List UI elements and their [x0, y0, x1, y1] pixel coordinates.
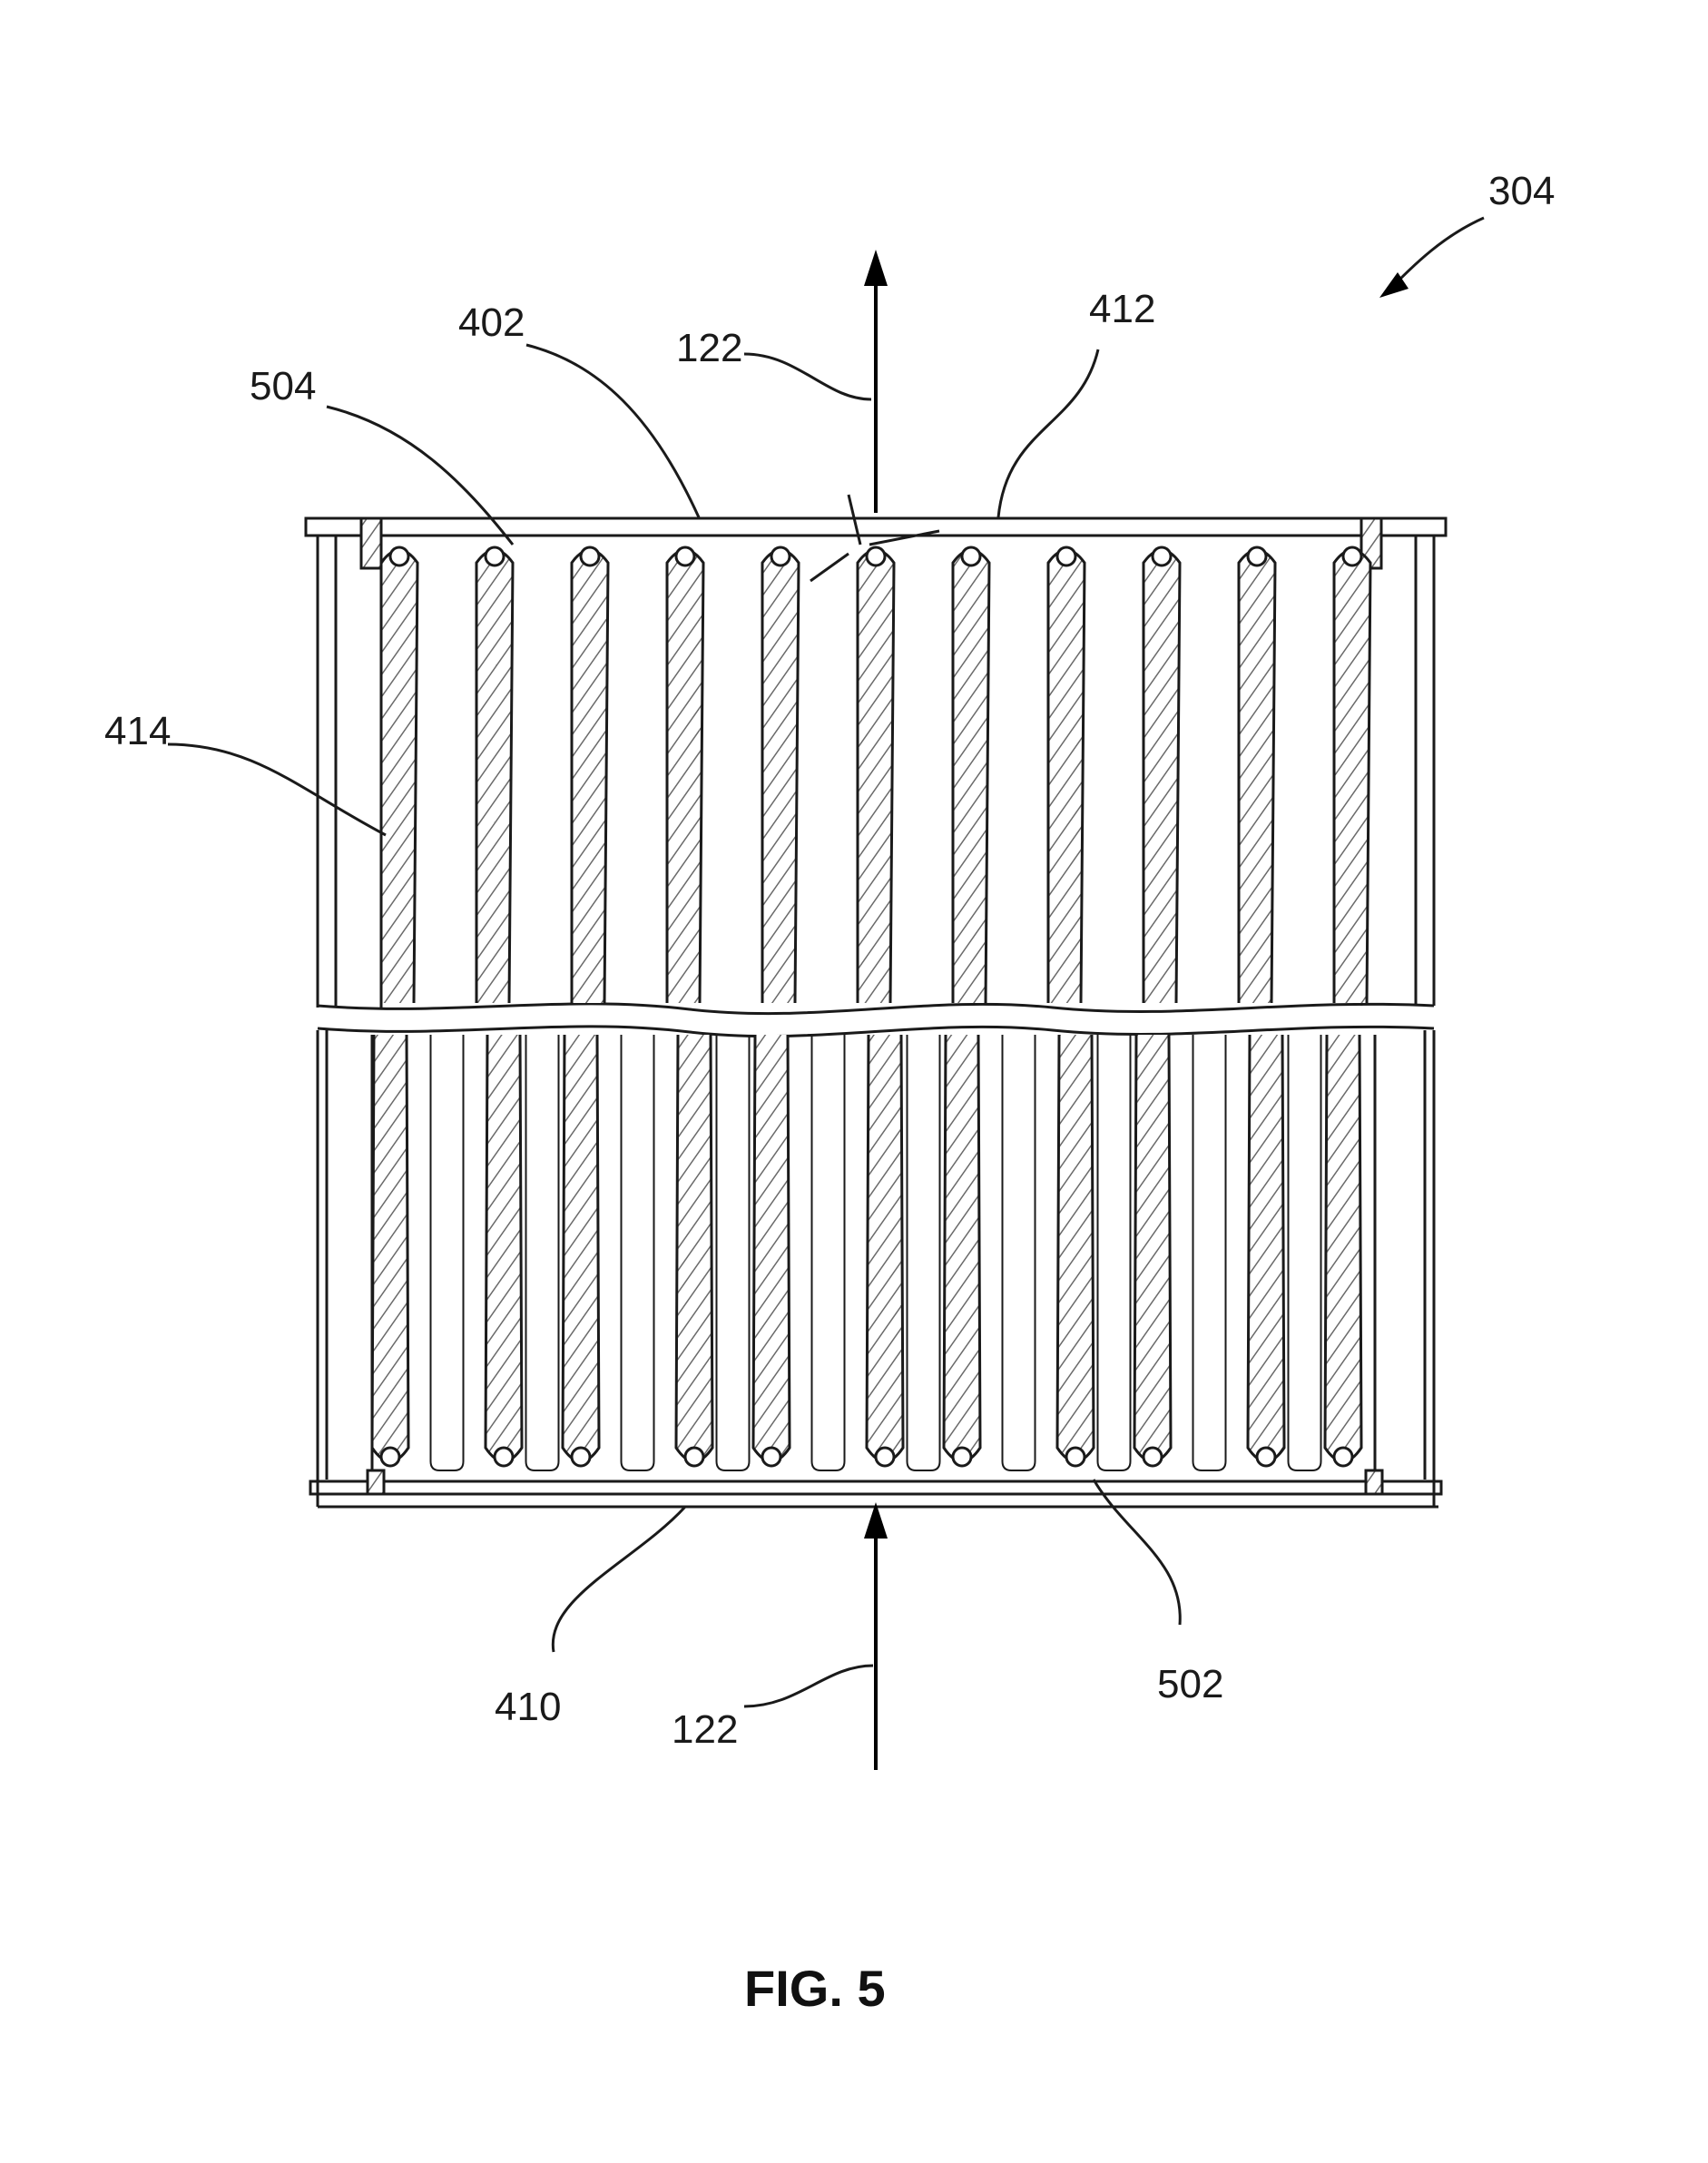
pleat-upper [570, 548, 610, 1004]
pleat-fold-top [388, 546, 410, 567]
pleat-channel [1192, 1035, 1227, 1471]
pleat-fold-bottom [570, 1446, 592, 1468]
label-504: 504 [250, 364, 316, 408]
pleat-fold-bottom [874, 1446, 896, 1468]
pleat-channel [525, 1035, 560, 1471]
pleat-fold-bottom [1065, 1446, 1086, 1468]
pleat-upper [475, 548, 515, 1004]
pleat-fold-top [484, 546, 506, 567]
pleat-fold-top [1151, 546, 1173, 567]
break-line-upper [317, 1002, 1435, 1016]
pleat-fold-top [865, 546, 887, 567]
reference-labels: 304 402 412 504 122 414 410 122 502 [104, 169, 1555, 1752]
figure-caption: FIG. 5 [744, 1960, 886, 2017]
pleat-fold-bottom [761, 1446, 782, 1468]
pleat-lower [561, 1034, 601, 1463]
pleat-channel [1001, 1035, 1036, 1471]
pleat-upper [1046, 548, 1086, 1004]
pleat-fold-top [1246, 546, 1268, 567]
break-line-lower [317, 1025, 1435, 1038]
pleat-fold-top [1341, 546, 1363, 567]
pleat-lower [751, 1034, 791, 1463]
pleat-fold-bottom [951, 1446, 973, 1468]
pleat-upper [1332, 548, 1372, 1004]
label-402: 402 [458, 300, 525, 345]
top-plate [304, 516, 1448, 537]
pleat-channel [1096, 1035, 1132, 1471]
label-122-top: 122 [676, 326, 742, 370]
label-412: 412 [1089, 287, 1155, 331]
pleat-channel [906, 1035, 941, 1471]
label-410: 410 [495, 1685, 561, 1729]
pleat-channel [1287, 1035, 1322, 1471]
pleat-lower [1133, 1034, 1173, 1463]
pleat-fold-top [579, 546, 601, 567]
pleat-upper [665, 548, 705, 1004]
leader-lines [167, 216, 1485, 1708]
pleat-lower [370, 1034, 410, 1463]
bottom-plate [309, 1480, 1443, 1496]
pleat-lower [1323, 1034, 1363, 1463]
pleat-channel [429, 1035, 465, 1471]
pleat-lower [942, 1034, 982, 1463]
pleat-upper [951, 548, 991, 1004]
label-122-bottom: 122 [672, 1707, 738, 1752]
pleat-fold-bottom [1255, 1446, 1277, 1468]
pleat-upper [856, 548, 896, 1004]
pleat-fold-bottom [683, 1446, 705, 1468]
pleat-lower [1246, 1034, 1286, 1463]
pleat-fold-bottom [1142, 1446, 1163, 1468]
pleat-fold-top [1055, 546, 1077, 567]
pleat-channel [715, 1035, 751, 1471]
pleat-fold-bottom [493, 1446, 515, 1468]
pleat-lower [1055, 1034, 1095, 1463]
pleat-fold-bottom [379, 1446, 401, 1468]
pleat-channel [620, 1035, 655, 1471]
hinge-detail [810, 494, 940, 583]
pleat-upper [379, 548, 419, 1004]
pleat-fold-top [960, 546, 982, 567]
pleat-lower [865, 1034, 905, 1463]
pleat-upper [761, 548, 800, 1004]
pleat-upper [1237, 548, 1277, 1004]
pleat-fold-top [674, 546, 696, 567]
pleat-lower [484, 1034, 524, 1463]
filter-pleats [370, 546, 1372, 1471]
pleat-fold-bottom [1332, 1446, 1354, 1468]
label-414: 414 [104, 709, 171, 753]
pleat-fold-top [770, 546, 791, 567]
pleat-upper [1142, 548, 1182, 1004]
label-502: 502 [1157, 1662, 1223, 1706]
flow-arrows [864, 250, 888, 1770]
label-304: 304 [1488, 169, 1555, 213]
pleat-lower [674, 1034, 714, 1463]
pleat-channel [810, 1035, 846, 1471]
